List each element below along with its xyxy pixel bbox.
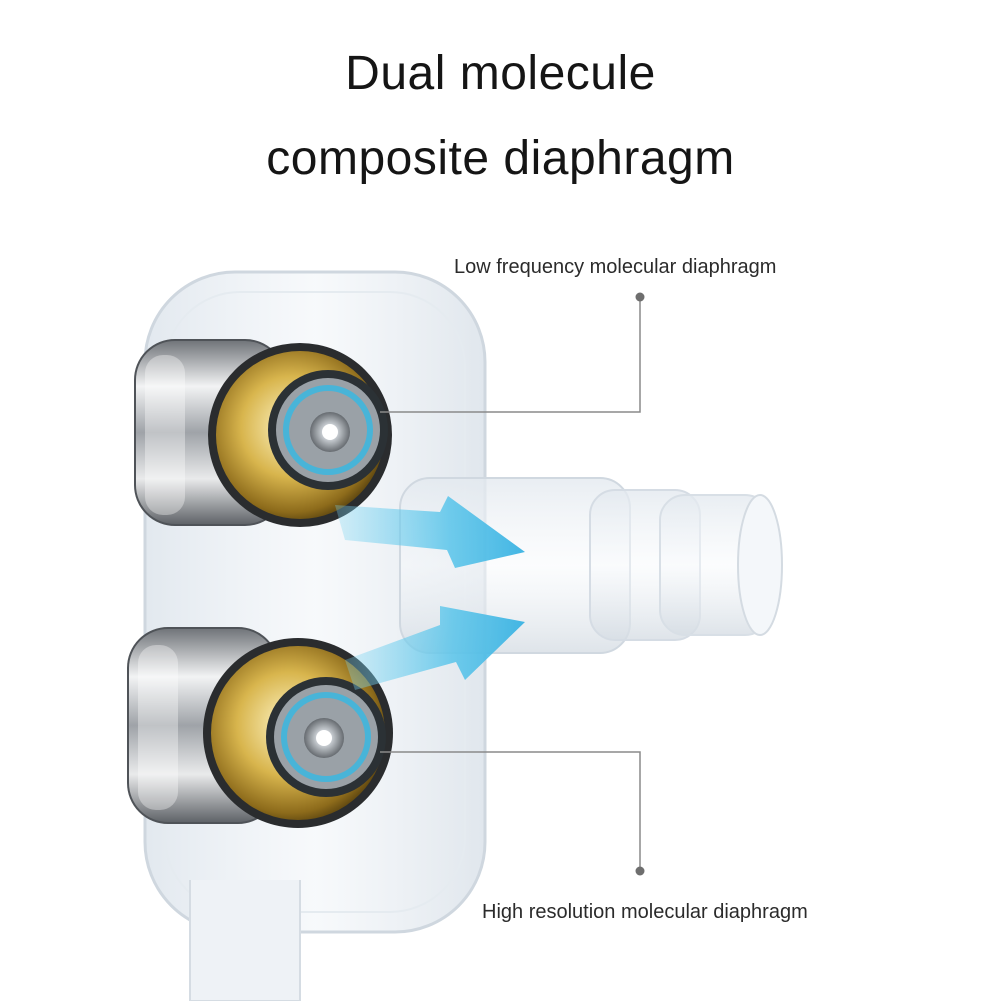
sound-flow-arrows bbox=[335, 496, 525, 690]
title-line-1: Dual molecule bbox=[345, 47, 656, 100]
driver-low-frequency bbox=[134, 339, 392, 527]
arrow-upper bbox=[335, 496, 525, 568]
driver-high-resolution bbox=[127, 627, 393, 828]
callout-line-low bbox=[380, 292, 645, 413]
label-high-resolution: High resolution molecular diaphragm bbox=[482, 901, 808, 923]
callout-line-high bbox=[380, 751, 645, 876]
label-low-frequency: Low frequency molecular diaphragm bbox=[454, 256, 777, 278]
arrow-lower bbox=[345, 606, 525, 690]
title-line-2: composite diaphragm bbox=[266, 132, 735, 185]
